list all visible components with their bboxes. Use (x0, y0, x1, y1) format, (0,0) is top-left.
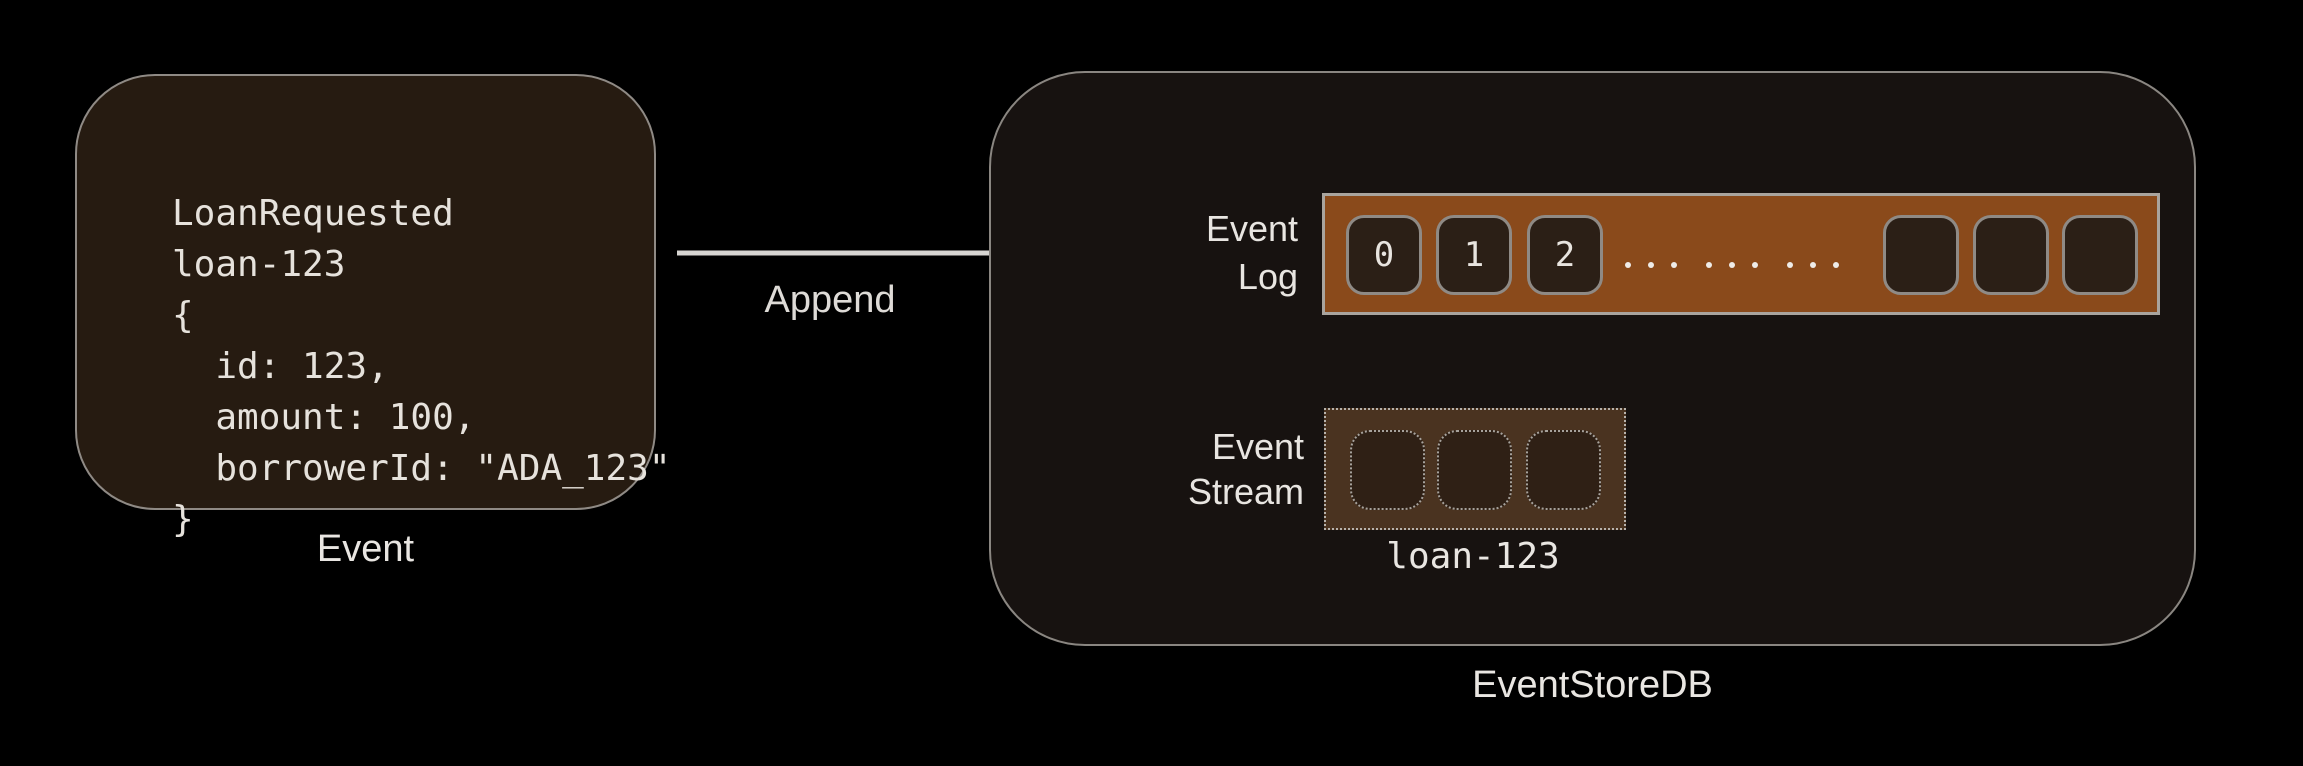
event-stream-empty-cell (1526, 430, 1601, 510)
stream-name-caption: loan-123 (1386, 536, 1560, 577)
ellipsis-dot (1671, 262, 1677, 268)
ellipsis-dot (1752, 262, 1758, 268)
eventstoredb-container: 0 1 2 (989, 71, 2196, 646)
ellipsis-dots (1625, 262, 1839, 268)
eventstoredb-caption: EventStoreDB (1472, 664, 1713, 706)
event-stream-label-line1: Event (1211, 426, 1304, 467)
event-log-empty-cell (1883, 215, 1959, 295)
ellipsis-dot (1833, 262, 1839, 268)
code-line: { (172, 295, 194, 336)
ellipsis-dot-group (1625, 262, 1677, 268)
event-log-empty-cell (1973, 215, 2049, 295)
event-card-caption: Event (316, 528, 415, 570)
event-log-label-line1: Event (1205, 208, 1298, 249)
ellipsis-dot (1706, 262, 1712, 268)
code-line: } (172, 499, 194, 540)
code-line: LoanRequested (172, 193, 454, 234)
event-log-empty-cell (2062, 215, 2138, 295)
ellipsis-dot (1625, 262, 1631, 268)
append-label: Append (764, 279, 896, 321)
event-log-cell-index: 1 (1463, 235, 1485, 275)
ellipsis-dot (1729, 262, 1735, 268)
event-log-cell-index: 0 (1373, 235, 1395, 275)
event-stream-box (1324, 408, 1626, 530)
code-line: borrowerId: "ADA_123" (172, 448, 671, 489)
event-log-label: Event Log (1098, 205, 1298, 301)
ellipsis-dot (1810, 262, 1816, 268)
code-line: amount: 100, (172, 397, 476, 438)
ellipsis-dot-group (1706, 262, 1758, 268)
code-line: loan-123 (172, 244, 346, 285)
event-stream-empty-cell (1350, 430, 1425, 510)
event-stream-label: Event Stream (1104, 424, 1304, 514)
event-log-label-line2: Log (1237, 256, 1298, 297)
event-card: LoanRequested loan-123 { id: 123, amount… (75, 74, 671, 540)
event-stream-empty-cell (1437, 430, 1512, 510)
event-code-block: LoanRequested loan-123 { id: 123, amount… (172, 188, 671, 545)
event-log-cell: 0 (1346, 215, 1422, 295)
ellipsis-dot (1648, 262, 1654, 268)
event-log-cell: 2 (1527, 215, 1603, 295)
ellipsis-dot (1787, 262, 1793, 268)
code-line: id: 123, (172, 346, 389, 387)
event-log-bar: 0 1 2 (1322, 193, 2160, 315)
event-stream-label-line2: Stream (1187, 471, 1304, 512)
event-log-cell: 1 (1436, 215, 1512, 295)
event-log-cell-index: 2 (1554, 235, 1576, 275)
ellipsis-dot-group (1787, 262, 1839, 268)
